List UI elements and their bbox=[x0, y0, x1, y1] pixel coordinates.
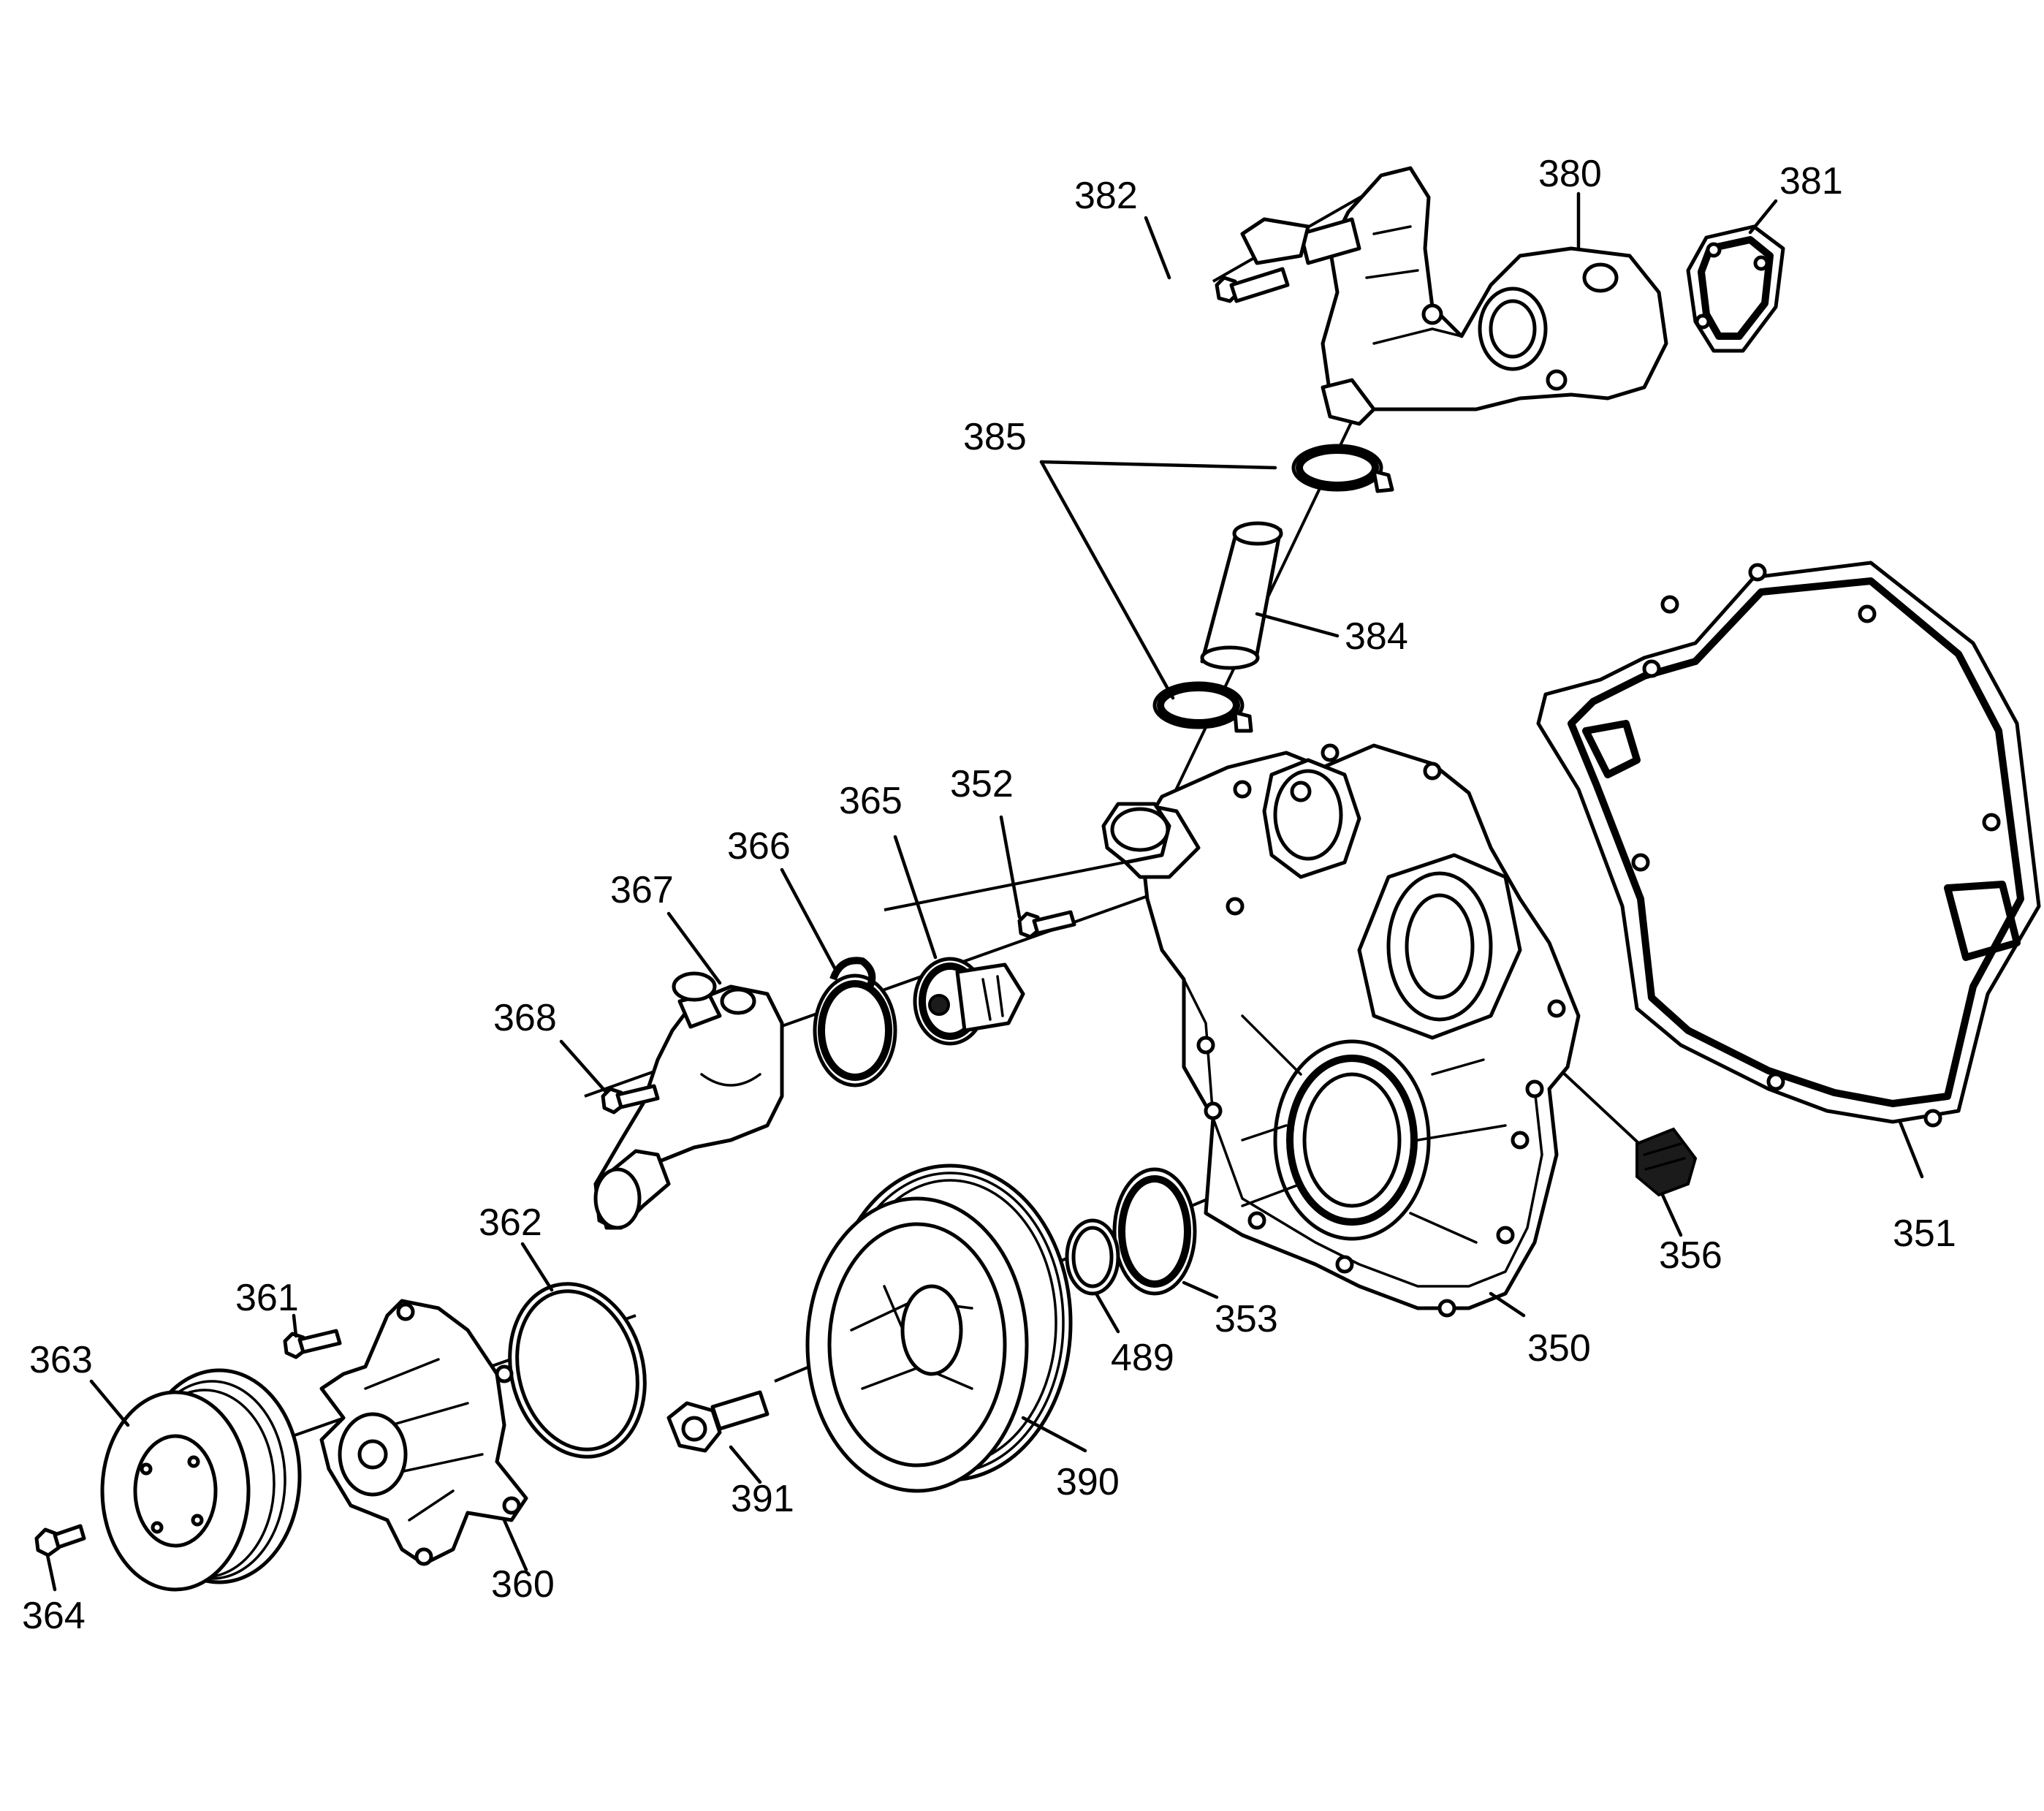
water-pump-pulley-363 bbox=[100, 1368, 302, 1592]
callout-350: 350 bbox=[1527, 1327, 1591, 1370]
callout-360: 360 bbox=[491, 1563, 555, 1606]
front-cover-gasket-351 bbox=[1536, 561, 2041, 1128]
callout-362: 362 bbox=[479, 1201, 542, 1244]
callout-361: 361 bbox=[235, 1277, 299, 1319]
callout-363: 363 bbox=[29, 1339, 93, 1381]
thermostat-gasket-381 bbox=[1686, 224, 1785, 353]
callout-381: 381 bbox=[1779, 160, 1843, 202]
bolt-352 bbox=[1017, 910, 1076, 939]
callout-356: 356 bbox=[1659, 1234, 1722, 1277]
callout-382: 382 bbox=[1074, 175, 1138, 217]
bolt-361 bbox=[283, 1329, 342, 1359]
crankshaft-balancer-390 bbox=[805, 1163, 1073, 1493]
leader-lines bbox=[45, 191, 1924, 1592]
callout-390: 390 bbox=[1056, 1461, 1120, 1503]
callout-368: 368 bbox=[493, 997, 557, 1039]
balancer-bolt-391 bbox=[666, 1390, 770, 1453]
thermostat-seal-366 bbox=[813, 957, 897, 1087]
water-pump-360 bbox=[319, 1299, 528, 1566]
callout-351: 351 bbox=[1893, 1212, 1956, 1255]
bolt-382 bbox=[1215, 267, 1290, 303]
callout-367: 367 bbox=[610, 869, 674, 911]
water-pump-seal-362 bbox=[508, 1282, 647, 1459]
callout-353: 353 bbox=[1215, 1298, 1278, 1340]
hose-clamp-385-lower bbox=[1152, 681, 1253, 733]
thermostat-365 bbox=[913, 957, 1025, 1046]
thermostat-housing-380 bbox=[1240, 166, 1668, 426]
coolant-hose-384 bbox=[1200, 521, 1283, 670]
callout-489: 489 bbox=[1111, 1337, 1174, 1379]
callout-380: 380 bbox=[1538, 153, 1602, 195]
front-seal-353 bbox=[1112, 1167, 1197, 1296]
callout-366: 366 bbox=[727, 825, 791, 867]
callout-365: 365 bbox=[839, 780, 903, 822]
o-ring-489 bbox=[1065, 1218, 1120, 1296]
front-cover-350 bbox=[1101, 743, 1581, 1318]
sensor-356 bbox=[1635, 1127, 1698, 1197]
callout-364: 364 bbox=[22, 1595, 86, 1637]
callout-385: 385 bbox=[963, 416, 1027, 458]
callout-labels: 382 380 381 385 384 352 365 366 367 368 … bbox=[22, 153, 1956, 1637]
callout-352: 352 bbox=[950, 763, 1014, 805]
hose-clamp-385-upper bbox=[1291, 444, 1394, 493]
callout-384: 384 bbox=[1345, 615, 1408, 658]
pulley-bolt-364 bbox=[34, 1524, 86, 1557]
bolt-368 bbox=[601, 1084, 660, 1115]
callout-391: 391 bbox=[731, 1478, 794, 1520]
